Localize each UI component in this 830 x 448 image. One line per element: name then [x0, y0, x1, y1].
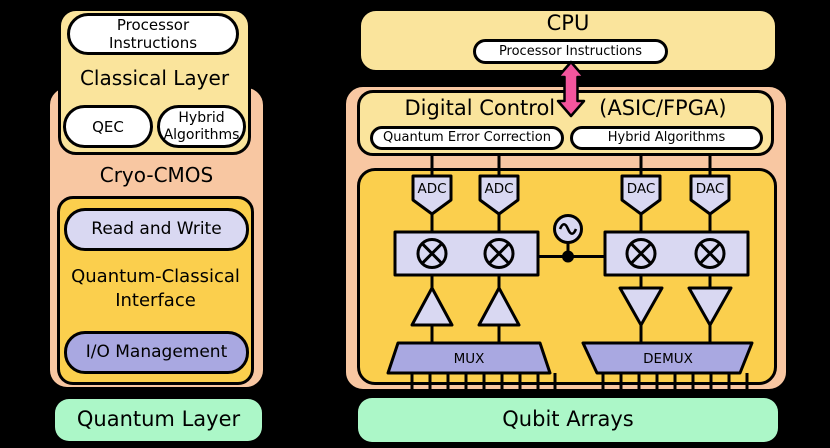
qec-label: QEC	[92, 117, 124, 136]
amplifier-down-triangle-icon	[618, 286, 664, 327]
quantum-layer-band: Quantum Layer	[55, 399, 262, 441]
dac-label-2: DAC	[696, 181, 725, 197]
mixer-bank-left	[393, 230, 540, 277]
sine-wave-glyph	[558, 223, 578, 235]
read-and-write-label: Read and Write	[91, 219, 222, 240]
mux-label: MUX	[454, 351, 485, 367]
adc-block-1	[411, 174, 453, 216]
hybrid-algorithms-label-right: Hybrid Algorithms	[607, 130, 726, 146]
digital-control-title: Digital Control	[404, 96, 556, 120]
interface-title-line1: Quantum-Classical	[71, 266, 240, 287]
hybrid-algorithms-pill-left: Hybrid Algorithms	[157, 105, 246, 148]
demux-output-comb	[601, 373, 749, 390]
qubit-arrays-band: Qubit Arrays	[358, 398, 778, 442]
dac-block-2	[689, 174, 731, 216]
analog-circuit-drawing: ADC ADC DAC DAC MUX DEMUX	[386, 154, 754, 390]
processor-instructions-line1: Processor	[116, 16, 190, 34]
mux-block	[386, 341, 552, 375]
qubit-arrays-label: Qubit Arrays	[502, 407, 634, 432]
hybrid-line1: Hybrid	[178, 109, 225, 126]
demux-label: DEMUX	[643, 351, 693, 367]
dac-label-1: DAC	[627, 181, 656, 197]
junction-dot	[562, 250, 574, 263]
asic-fpga-title: (ASIC/FPGA)	[599, 96, 727, 120]
processor-instructions-line2: Instructions	[108, 34, 198, 52]
interface-title-line2: Interface	[115, 290, 196, 311]
mux-output-comb	[410, 373, 557, 390]
adc-block-2	[478, 174, 520, 216]
adc-label-2: ADC	[484, 181, 513, 197]
qec-pill: QEC	[63, 105, 153, 148]
hybrid-algorithms-pill-right: Hybrid Algorithms	[570, 126, 763, 150]
amplifier-up-triangle-icon	[410, 286, 454, 327]
io-management-pill: I/O Management	[64, 331, 249, 374]
read-and-write-pill: Read and Write	[64, 208, 249, 251]
processor-instructions-label-right: Processor Instructions	[498, 43, 643, 59]
mixer-icon	[694, 238, 726, 269]
dac-block-1	[620, 174, 662, 216]
mixer-icons	[416, 238, 726, 269]
arrow-shape	[556, 60, 586, 118]
bidirectional-arrow-icon	[556, 60, 586, 118]
mixer-icon	[625, 238, 657, 269]
processor-instructions-pill-left: Processor Instructions	[67, 13, 239, 55]
adc-label-1: ADC	[417, 181, 446, 197]
quantum-error-correction-pill: Quantum Error Correction	[370, 126, 564, 150]
io-management-label: I/O Management	[85, 342, 228, 363]
hybrid-line2: Algorithms	[163, 126, 240, 143]
quantum-error-correction-label: Quantum Error Correction	[383, 130, 551, 146]
cpu-title: CPU	[546, 11, 590, 35]
amplifier-up-triangle-icon	[477, 286, 521, 327]
amplifier-down-triangle-icon	[687, 286, 733, 327]
digital-control-title-row: Digital Control (ASIC/FPGA)	[357, 96, 774, 120]
quantum-layer-label: Quantum Layer	[76, 407, 241, 432]
demux-block	[581, 341, 754, 375]
mixer-icon	[416, 238, 448, 269]
classical-layer-title: Classical Layer	[79, 66, 230, 90]
cryo-cmos-title: Cryo-CMOS	[99, 163, 214, 187]
mixer-icon	[483, 238, 515, 269]
